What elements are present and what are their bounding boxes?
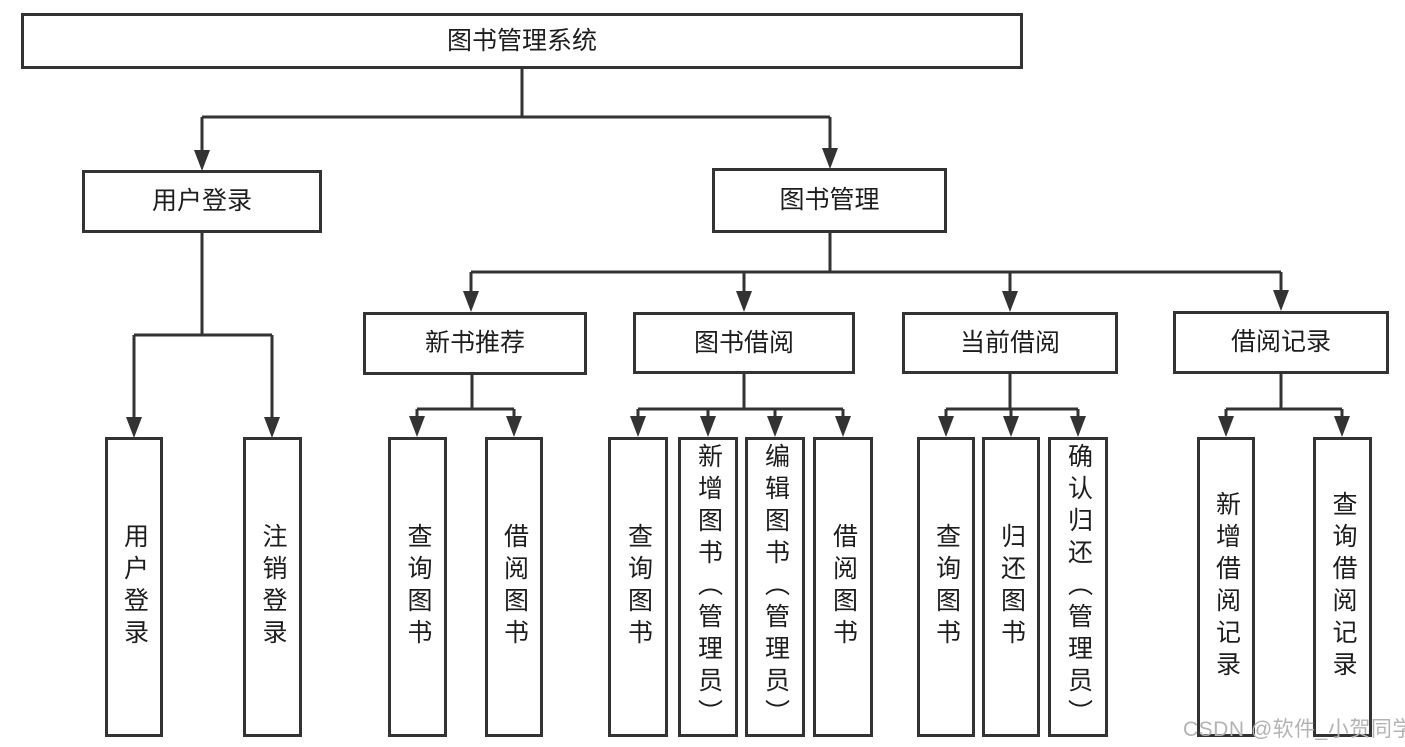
leaf-borrow-books-borrowing: 借阅图书 — [813, 437, 873, 737]
leaf-label: 借阅图书 — [829, 523, 858, 651]
leaf-label: 注销登录 — [259, 523, 287, 651]
csdn-watermark: CSDN @软件_小贺同学 — [1183, 718, 1405, 741]
node-borrowing-records: 借阅记录 — [1173, 311, 1389, 374]
leaf-return-books: 归还图书 — [982, 437, 1040, 737]
leaf-user-login: 用户登录 — [105, 437, 163, 737]
node-label: 借阅记录 — [1230, 328, 1331, 356]
node-library-system: 图书管理系统 — [21, 13, 1023, 69]
leaf-search-books-recommend: 查询图书 — [388, 437, 447, 737]
leaf-label: 确认归还（管理员） — [1064, 443, 1093, 731]
leaf-label: 新增图书（管理员） — [694, 443, 723, 731]
leaf-label: 借阅图书 — [500, 523, 529, 651]
node-book-borrowing: 图书借阅 — [633, 312, 855, 374]
leaf-label: 编辑图书（管理员） — [761, 443, 790, 731]
leaf-label: 查询图书 — [932, 523, 961, 651]
leaf-add-borrow-record: 新增借阅记录 — [1197, 437, 1255, 737]
leaf-label: 查询图书 — [624, 523, 653, 651]
node-current-borrowing: 当前借阅 — [902, 312, 1118, 374]
leaf-confirm-return-admin: 确认归还（管理员） — [1048, 437, 1108, 737]
leaf-search-books-current: 查询图书 — [917, 437, 975, 737]
leaf-label: 查询借阅记录 — [1329, 491, 1357, 683]
node-label: 图书管理 — [779, 186, 880, 214]
leaf-label: 查询图书 — [404, 523, 432, 651]
leaf-search-borrow-record: 查询借阅记录 — [1313, 437, 1372, 737]
leaf-label: 新增借阅记录 — [1212, 491, 1241, 683]
node-label: 用户登录 — [151, 187, 252, 215]
node-label: 当前借阅 — [959, 328, 1060, 357]
leaf-edit-books-admin: 编辑图书（管理员） — [745, 437, 805, 737]
node-label: 图书管理系统 — [446, 26, 597, 55]
node-new-book-recommendation: 新书推荐 — [363, 312, 587, 375]
node-book-management: 图书管理 — [712, 168, 947, 233]
leaf-borrow-books-recommend: 借阅图书 — [485, 437, 543, 737]
leaf-label: 归还图书 — [997, 523, 1026, 651]
node-user-login: 用户登录 — [82, 170, 322, 233]
leaf-label: 用户登录 — [120, 523, 149, 651]
node-label: 图书借阅 — [693, 328, 794, 357]
leaf-logout: 注销登录 — [243, 437, 302, 737]
leaf-add-books-admin: 新增图书（管理员） — [678, 437, 738, 737]
node-label: 新书推荐 — [424, 329, 525, 357]
leaf-search-books-borrowing: 查询图书 — [608, 437, 668, 737]
